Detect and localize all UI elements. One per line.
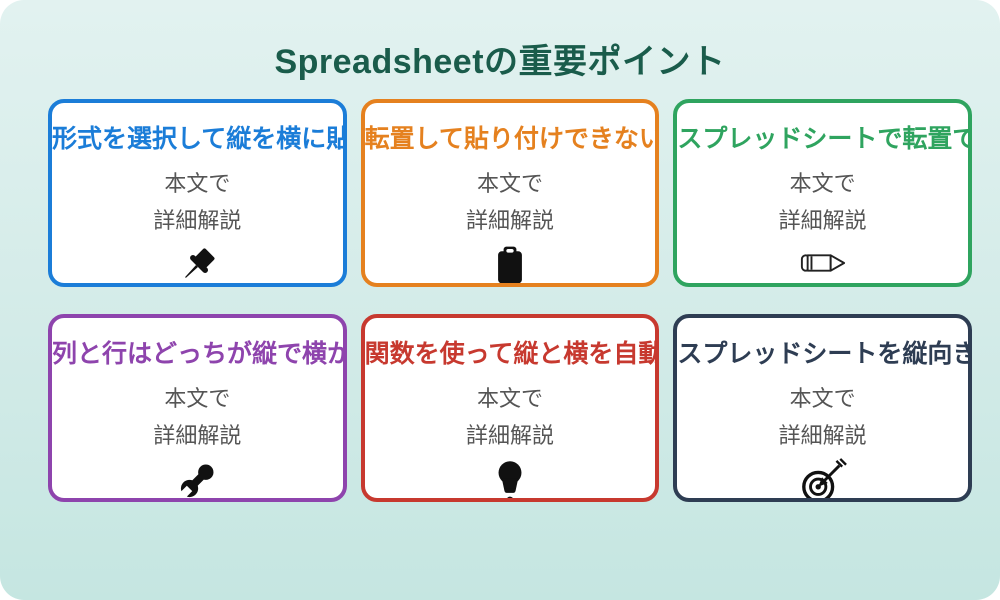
card-body-line1: 本文で: [476, 171, 543, 196]
card-body: 本文で 詳細解説: [779, 165, 867, 239]
card-body-line2: 詳細解説: [465, 208, 554, 233]
card-paste-special: 形式を選択して縦を横に貼 本文で 詳細解説: [48, 99, 347, 287]
card-body-line2: 詳細解説: [778, 208, 867, 233]
pencil-icon: [799, 243, 847, 283]
clipboard-icon: [488, 243, 532, 283]
card-sheet-portrait: スプレッドシートを縦向き 本文で 詳細解説: [673, 314, 972, 502]
lightbulb-icon: [488, 458, 532, 498]
card-title: スプレッドシートで転置で: [677, 125, 972, 153]
pushpin-icon: [174, 243, 220, 283]
page-title: Spreadsheetの重要ポイント: [274, 43, 726, 81]
card-body-line2: 詳細解説: [153, 208, 242, 233]
card-body: 本文で 詳細解説: [779, 380, 867, 454]
wrench-icon: [174, 458, 220, 498]
target-icon: [799, 458, 847, 498]
card-body-line1: 本文で: [164, 171, 231, 196]
card-function-auto: 関数を使って縦と横を自動 本文で 詳細解説: [360, 314, 660, 502]
card-sheet-transpose: スプレッドシートで転置で 本文で 詳細解説: [673, 99, 972, 287]
card-body: 本文で 詳細解説: [466, 165, 554, 239]
card-title: 関数を使って縦と横を自動: [364, 340, 660, 368]
card-title: 転置して貼り付けできない: [364, 125, 660, 153]
card-grid: 形式を選択して縦を横に貼 本文で 詳細解説 転置して貼り付けできない 本文で: [0, 83, 1000, 502]
card-body-line2: 詳細解説: [153, 423, 242, 448]
card-body: 本文で 詳細解説: [153, 165, 241, 239]
card-body: 本文で 詳細解説: [466, 380, 554, 454]
card-title: 形式を選択して縦を横に貼: [52, 125, 347, 153]
card-rows-columns: 列と行はどっちが縦で横か 本文で 詳細解説: [48, 314, 347, 502]
card-body-line2: 詳細解説: [465, 423, 554, 448]
card-body-line1: 本文で: [789, 386, 856, 411]
card-title: スプレッドシートを縦向き: [677, 340, 972, 368]
card-body-line1: 本文で: [789, 171, 856, 196]
card-body-line2: 詳細解説: [778, 423, 867, 448]
card-transpose-paste: 転置して貼り付けできない 本文で 詳細解説: [360, 99, 660, 287]
card-title: 列と行はどっちが縦で横か: [52, 340, 347, 368]
card-body-line1: 本文で: [164, 386, 231, 411]
card-body: 本文で 詳細解説: [153, 380, 241, 454]
card-body-line1: 本文で: [476, 386, 543, 411]
